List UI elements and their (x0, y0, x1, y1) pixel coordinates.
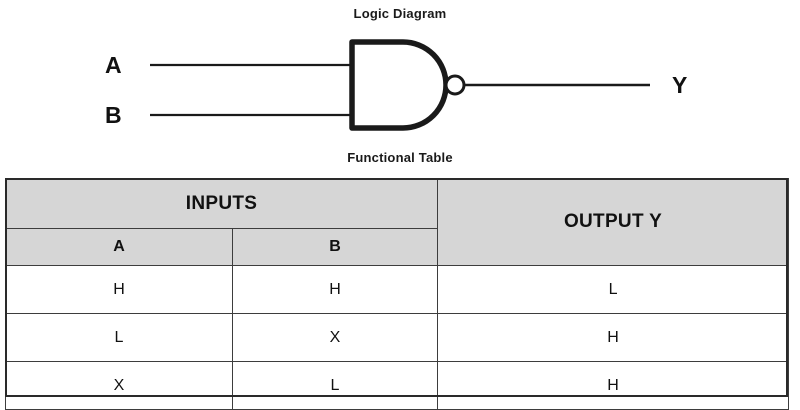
functional-table-title: Functional Table (347, 150, 453, 165)
cell-output-y: L (437, 265, 790, 314)
output-label-y: Y (672, 72, 688, 98)
table-row: H H L (5, 265, 790, 314)
cell-input-a: L (5, 313, 233, 362)
logic-diagram: A B Y (0, 26, 800, 146)
input-label-a: A (105, 52, 122, 78)
cell-output-y: H (437, 313, 790, 362)
nand-gate-svg (150, 39, 650, 131)
table-header-row-group: INPUTS OUTPUT Y (4, 178, 790, 266)
header-input-a: A (5, 228, 233, 266)
header-input-b: B (231, 228, 439, 266)
header-inputs: INPUTS (4, 178, 439, 229)
cell-input-b: L (231, 361, 439, 410)
logic-diagram-title: Logic Diagram (353, 6, 447, 21)
cell-input-a: X (5, 361, 233, 410)
table-row: L X H (5, 313, 790, 362)
table-row: X L H (5, 361, 790, 410)
gate-body (349, 39, 449, 131)
input-label-b: B (105, 102, 122, 128)
table-body: H H L L X H X L H (5, 265, 790, 410)
functional-table: INPUTS OUTPUT Y A B H H L L X H X L H (4, 178, 790, 410)
header-output-y: OUTPUT Y (437, 178, 790, 266)
cell-input-b: H (231, 265, 439, 314)
cell-output-y: H (437, 361, 790, 410)
inversion-bubble-icon (444, 74, 466, 96)
cell-input-a: H (5, 265, 233, 314)
table-header: INPUTS OUTPUT Y A B (4, 178, 790, 266)
cell-input-b: X (231, 313, 439, 362)
